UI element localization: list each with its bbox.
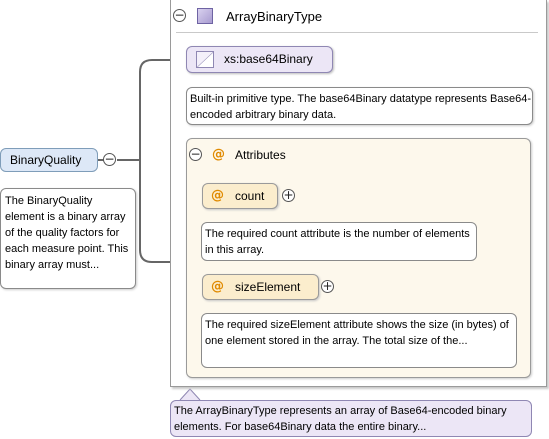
- attribute-sizeelement-box[interactable]: [202, 274, 319, 300]
- branch-to-attributes-line: [139, 160, 186, 263]
- type-collapse-toggle[interactable]: −: [173, 8, 186, 22]
- branch-to-base-line: [139, 59, 186, 160]
- base-type-name: xs:base64Binary: [224, 52, 313, 66]
- base-type-documentation: Built-in primitive type. The base64Binar…: [186, 87, 533, 125]
- element-name: BinaryQuality: [10, 153, 82, 167]
- base-type-box[interactable]: [186, 46, 333, 73]
- type-documentation: The ArrayBinaryType represents an array …: [170, 400, 532, 437]
- element-box[interactable]: BinaryQuality: [0, 148, 98, 172]
- element-documentation: The BinaryQuality element is a binary ar…: [0, 188, 136, 289]
- simple-type-icon: [196, 51, 214, 68]
- attributes-label: Attributes: [235, 148, 286, 162]
- attribute-sizeelement-expand-toggle[interactable]: +: [321, 279, 334, 293]
- element-collapse-toggle[interactable]: −: [103, 152, 116, 166]
- attributes-collapse-toggle[interactable]: −: [189, 147, 202, 161]
- attribute-count-documentation: The required count attribute is the numb…: [201, 222, 477, 261]
- attribute-sizeelement-name: sizeElement: [235, 280, 301, 294]
- type-name[interactable]: ArrayBinaryType: [226, 9, 323, 24]
- type-doc-pointer: [179, 388, 201, 401]
- type-header-divider: [176, 32, 538, 33]
- attribute-at-icon: @: [211, 279, 224, 294]
- attribute-sizeelement-documentation: The required sizeElement attribute shows…: [201, 313, 517, 368]
- attributes-at-icon: @: [212, 147, 225, 162]
- attribute-count-expand-toggle[interactable]: +: [282, 188, 295, 202]
- attribute-at-icon: @: [211, 188, 224, 203]
- attribute-count-box[interactable]: [202, 183, 278, 209]
- attribute-count-name: count: [235, 189, 265, 203]
- complex-type-icon: [197, 8, 213, 24]
